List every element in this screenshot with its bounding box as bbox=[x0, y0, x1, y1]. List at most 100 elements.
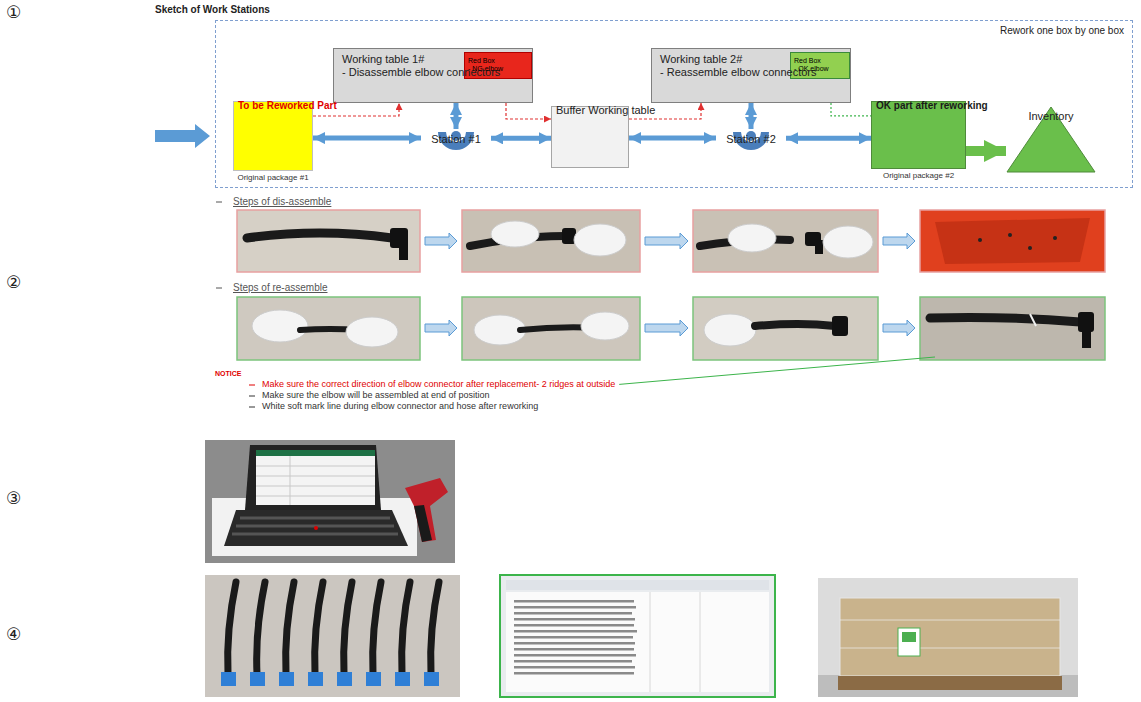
photo-scan-spreadsheet bbox=[514, 642, 635, 645]
entry-arrow bbox=[155, 124, 210, 148]
photo-tagged-hoses bbox=[228, 582, 439, 674]
bullet-dash bbox=[249, 385, 255, 386]
node-heading: Station #2 bbox=[710, 133, 792, 146]
photo-laptop-scanner bbox=[245, 445, 381, 510]
photo-scan-spreadsheet bbox=[514, 600, 637, 675]
node-text-group: To be Reworked Part bbox=[238, 100, 304, 112]
photo-tagged-hoses bbox=[205, 575, 460, 697]
inventory-triangle: Inventory bbox=[1006, 106, 1096, 173]
node-text-group: Station #2 bbox=[710, 133, 792, 181]
photo-laptop-scanner bbox=[205, 440, 455, 563]
node-body: - NG elbow bbox=[468, 65, 588, 73]
photo-tagged-hoses bbox=[373, 582, 381, 674]
photo-tagged-hoses bbox=[221, 672, 236, 686]
node-heading: Red Box bbox=[468, 57, 588, 65]
photo-assembled-elbow bbox=[693, 297, 878, 360]
node-heading: Inventory bbox=[1006, 110, 1096, 123]
work-table: Working table 2#- Reassemble elbow conne… bbox=[651, 48, 851, 103]
package-caption: Original package #2 bbox=[883, 171, 954, 181]
photo-laptop-scanner bbox=[240, 517, 390, 520]
photo-laptop-scanner bbox=[205, 440, 455, 563]
step-arrow bbox=[425, 233, 457, 249]
photo-tagged-hoses bbox=[308, 672, 323, 686]
bullet-dash bbox=[216, 202, 222, 203]
flow-line bbox=[831, 103, 871, 116]
photo-laptop-scanner bbox=[256, 476, 375, 477]
callout-number: ④ bbox=[6, 624, 21, 644]
photo-red-tray bbox=[1028, 246, 1032, 250]
photo-tagged-hoses bbox=[402, 582, 410, 674]
photo-tagged-hoses bbox=[344, 582, 352, 674]
step-arrow bbox=[425, 233, 915, 336]
photo-laptop-scanner bbox=[314, 526, 318, 530]
photo-separated-elbow bbox=[693, 210, 878, 272]
flow-line bbox=[313, 103, 399, 116]
photo-finished-hose bbox=[1030, 314, 1036, 326]
node-body: - OK elbow bbox=[794, 65, 914, 73]
photo-pallet bbox=[840, 648, 1060, 649]
step-arrow bbox=[645, 233, 688, 249]
photo-hose-elbow bbox=[237, 210, 420, 272]
photo-laptop-scanner bbox=[224, 510, 408, 546]
node-heading: Working table 2# bbox=[660, 53, 780, 66]
photo-pallet bbox=[898, 628, 920, 656]
photo-laptop-scanner bbox=[256, 450, 375, 505]
node-body: - Disassemble elbow connectors bbox=[342, 66, 462, 79]
photo-tagged-hoses bbox=[395, 672, 410, 686]
node-text-group: Buffer Working table bbox=[556, 104, 620, 117]
package-caption: Original package #1 bbox=[237, 173, 308, 183]
photo-tagged-hoses bbox=[279, 672, 294, 686]
rework-region: Rework one box by one boxTo be Reworked … bbox=[215, 20, 1133, 188]
node-heading: Working table 1# bbox=[342, 53, 462, 66]
photo-scan-spreadsheet bbox=[650, 592, 651, 692]
photo-laptop-scanner bbox=[256, 486, 375, 487]
callout-number: ① bbox=[6, 2, 21, 22]
photo-hose-elbow bbox=[247, 233, 392, 238]
photo-red-tray bbox=[1053, 236, 1057, 240]
red-box: Red Box- NG elbow bbox=[464, 52, 532, 79]
photo-tagged-hoses bbox=[424, 672, 439, 686]
photo-scan-spreadsheet bbox=[506, 592, 769, 692]
bullet-dash bbox=[216, 288, 222, 289]
photo-laptop-scanner bbox=[256, 466, 375, 467]
handling-arrow bbox=[313, 136, 421, 141]
notice-line: Make sure the elbow will be assembled at… bbox=[262, 390, 490, 401]
photo-tagged-hoses bbox=[431, 582, 439, 674]
node-heading: Station #1 bbox=[415, 133, 497, 146]
photo-tagged-hoses bbox=[315, 582, 323, 674]
notice-heading: NOTICE bbox=[215, 370, 241, 378]
photo-scan-spreadsheet bbox=[700, 592, 701, 692]
photo-scan-spreadsheet bbox=[514, 612, 632, 615]
photo-scan-spreadsheet bbox=[514, 672, 634, 675]
photo-insert-elbow bbox=[252, 310, 308, 342]
photo-pallet bbox=[902, 632, 916, 642]
node-text-group: OK part after reworking bbox=[876, 100, 957, 112]
photo-laptop-scanner bbox=[232, 533, 398, 536]
notice-line: White soft mark line during elbow connec… bbox=[262, 401, 538, 412]
photo-scan-spreadsheet bbox=[514, 636, 633, 639]
bullet-dash bbox=[249, 407, 255, 408]
photo-assembled-elbow bbox=[704, 314, 756, 346]
photo-scan-spreadsheet bbox=[500, 575, 775, 697]
photo-scan-spreadsheet bbox=[514, 606, 636, 609]
handling-arrow bbox=[749, 103, 754, 129]
photo-tagged-hoses bbox=[286, 582, 294, 674]
photo-pallet bbox=[838, 676, 1062, 690]
photo-tagged-hoses bbox=[337, 672, 352, 686]
photo-scan-spreadsheet bbox=[514, 600, 634, 603]
photo-red-tray bbox=[935, 218, 1090, 264]
photo-scan-spreadsheet bbox=[514, 648, 634, 651]
photo-scan-spreadsheet bbox=[506, 580, 769, 590]
photo-pallet bbox=[840, 598, 1060, 676]
photo-insert-elbow bbox=[237, 297, 420, 360]
photo-red-tray bbox=[920, 210, 1105, 272]
photo-separated-elbow bbox=[815, 240, 823, 254]
leader-line bbox=[619, 357, 935, 384]
photo-tagged-hoses bbox=[205, 575, 460, 697]
callout-number: ③ bbox=[6, 488, 21, 508]
operator-station: Station #2 bbox=[716, 129, 786, 181]
photo-laptop-scanner bbox=[414, 505, 432, 542]
step-arrow bbox=[425, 320, 457, 336]
photo-assembled-elbow bbox=[755, 324, 835, 326]
step-heading: Steps of re-assemble bbox=[233, 282, 328, 294]
